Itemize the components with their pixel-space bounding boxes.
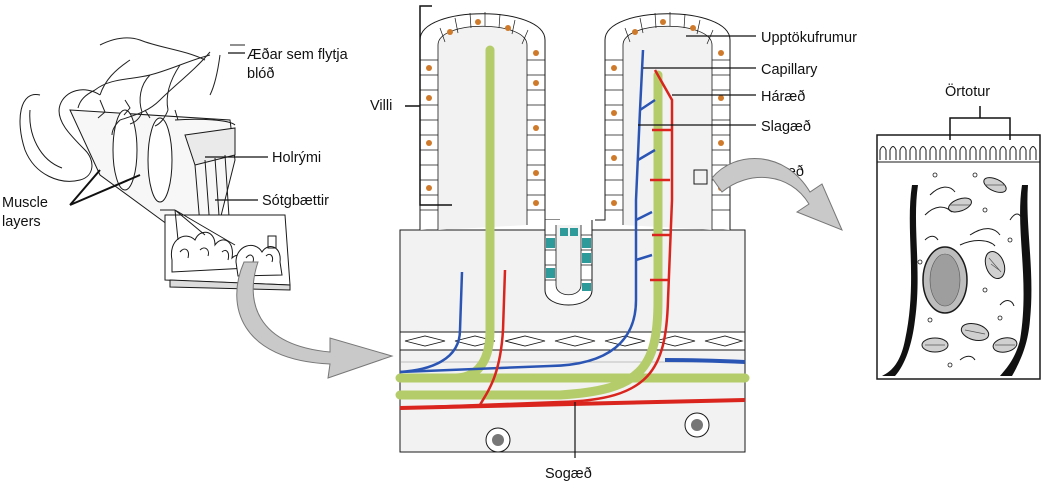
enterocyte-cell bbox=[876, 134, 1041, 380]
label-lymph-vessel: Sogæð bbox=[545, 466, 592, 482]
goblet-cells bbox=[426, 19, 724, 206]
arrow-to-villi bbox=[236, 261, 394, 379]
label-capillary: Capillary bbox=[761, 62, 818, 78]
label-microvilli: Örtotur bbox=[945, 82, 990, 100]
villi-bracket bbox=[405, 5, 452, 206]
intestine-segment-illustration bbox=[19, 89, 291, 291]
arrow-to-cell bbox=[711, 158, 843, 231]
label-muscle-layers-1: Muscle bbox=[2, 195, 48, 211]
label-absorptive-cells: Upptökufrumur bbox=[761, 30, 857, 46]
left-leader-lines bbox=[69, 52, 268, 206]
label-muscle-layers-2: layers bbox=[2, 214, 41, 230]
label-lumen: Holrými bbox=[272, 150, 321, 166]
center-leader-lines bbox=[574, 35, 756, 458]
label-hair-vessel: Háræð bbox=[761, 89, 805, 105]
crypt-cells bbox=[546, 228, 591, 291]
microvilli-bracket bbox=[949, 106, 1011, 140]
arteries bbox=[399, 69, 746, 410]
veins bbox=[399, 49, 746, 374]
blood-vessel-tree bbox=[77, 37, 245, 136]
label-blood-vessels-1: Æðar sem flytja bbox=[247, 47, 349, 63]
lymph-vessels bbox=[395, 45, 750, 400]
label-folds: Sótgbættir bbox=[262, 193, 329, 209]
villi-tissue bbox=[395, 12, 750, 453]
label-artery: Slagæð bbox=[761, 119, 811, 135]
label-villi: Villi bbox=[370, 98, 392, 114]
label-blood-vessels-2: blóð bbox=[247, 66, 274, 82]
